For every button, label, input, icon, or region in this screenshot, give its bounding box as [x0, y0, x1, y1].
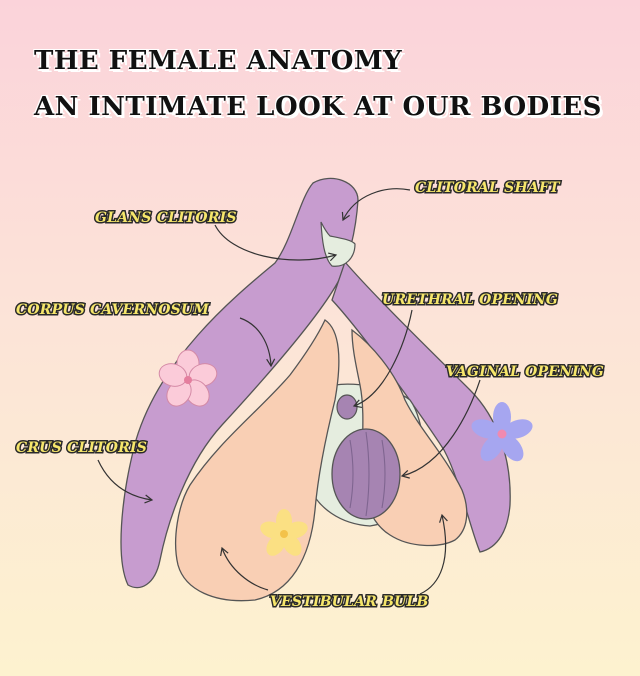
yellow-flower-icon [260, 509, 308, 556]
label-vaginal-opening: VAGINAL OPENING [446, 364, 604, 380]
title-line-1: THE FEMALE ANATOMY [34, 46, 403, 76]
title-line-2: AN INTIMATE LOOK AT OUR BODIES [34, 92, 602, 122]
arrow-vestibular-bulb-left [220, 546, 269, 591]
label-glans-clitoris: GLANS CLITORIS [95, 210, 237, 226]
urethral-opening-shape [336, 394, 358, 420]
vaginal-opening-shape [331, 428, 401, 520]
label-clitoral-shaft: CLITORAL SHAFT [415, 180, 561, 196]
label-corpus-cavernosum: CORPUS CAVERNOSUM [16, 302, 209, 318]
arrow-glans-clitoris [214, 224, 338, 262]
arrow-vaginal-opening [400, 379, 481, 479]
pink-flower-icon [158, 349, 218, 407]
label-vestibular-bulb: VESTIBULAR BULB [270, 594, 429, 610]
arrow-crus-clitoris [97, 459, 154, 504]
arrow-clitoral-shaft [341, 188, 411, 222]
arrow-urethral-opening [352, 309, 413, 409]
arrow-vestibular-bulb-right [419, 513, 448, 595]
arrow-corpus-cavernosum [239, 317, 276, 368]
blue-flower-icon [471, 402, 533, 462]
label-urethral-opening: URETHRAL OPENING [382, 292, 558, 308]
label-crus-clitoris: CRUS CLITORIS [16, 440, 147, 456]
